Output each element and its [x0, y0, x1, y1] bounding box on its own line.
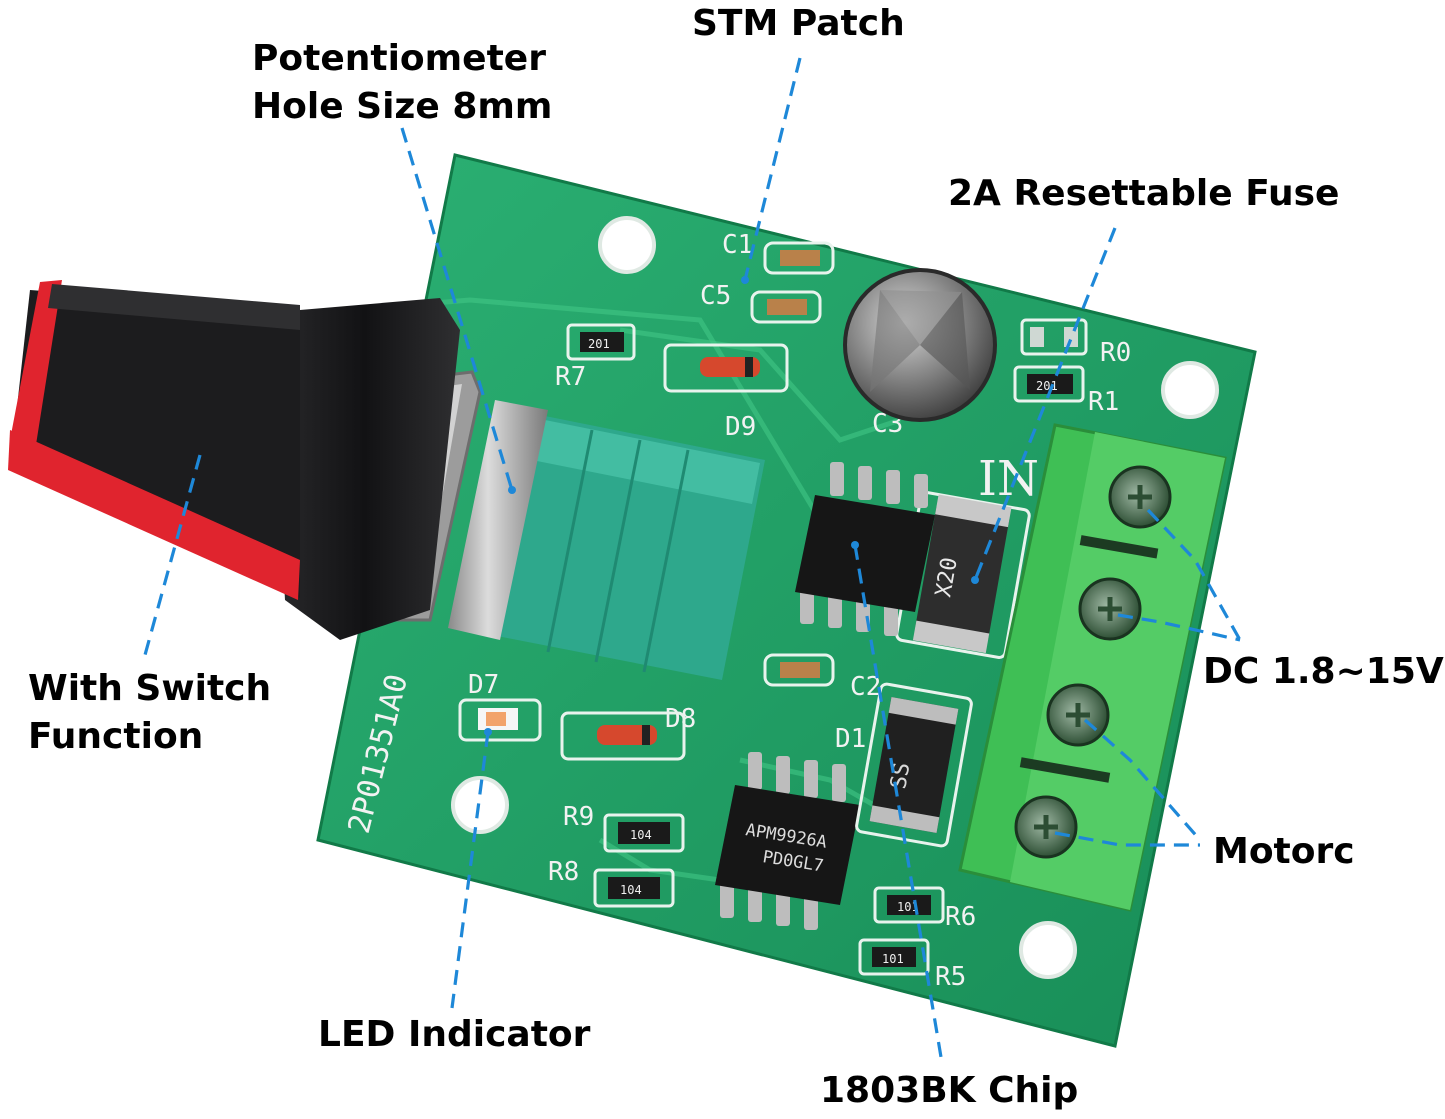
silkscreen-labels: C1 C5 C3 C2 R0 R1 R7 R6 R5 R8 R9 D9 D8 D…	[342, 230, 1132, 992]
potentiometer	[448, 400, 765, 680]
resistor-r5: 101	[858, 938, 930, 976]
callout-chip: 1803BK Chip	[820, 1070, 1079, 1111]
mounting-hole	[598, 216, 656, 274]
callout-switch-line2: Function	[28, 716, 204, 757]
resistor-r8-code: 104	[620, 883, 642, 897]
silk-r5: R5	[935, 962, 966, 992]
resistor-r0	[1020, 318, 1088, 356]
leader-tip	[741, 276, 749, 284]
silk-d1: D1	[835, 724, 866, 754]
callout-switch-line1: With Switch	[28, 668, 272, 709]
leader-stm-patch	[743, 57, 802, 281]
leader-lines	[143, 57, 1242, 1064]
silk-r6: R6	[945, 902, 976, 932]
leader-dc-2	[1117, 613, 1241, 642]
resistor-r6: 101	[873, 886, 945, 924]
capacitor-c5-body	[767, 299, 807, 315]
capacitor-c2-body	[780, 662, 820, 678]
silk-r9: R9	[563, 802, 594, 832]
electrolytic-capacitor-c3	[843, 268, 997, 422]
callout-switch: With Switch Function	[28, 665, 271, 761]
leader-tip	[484, 728, 492, 736]
leader-tip	[851, 541, 859, 549]
silk-d9: D9	[725, 412, 756, 442]
leader-tip	[971, 576, 979, 584]
knob	[8, 280, 460, 640]
diode-d8	[560, 711, 686, 761]
silk-d8: D8	[665, 704, 696, 734]
silk-d7: D7	[468, 670, 499, 700]
callout-motor: Motorc	[1213, 831, 1355, 872]
capacitor-c5	[750, 290, 822, 324]
leader-fuse	[973, 227, 1117, 581]
capacitor-c2	[763, 653, 835, 687]
resistor-r1-code: 201	[1036, 379, 1058, 393]
capacitor-c1	[763, 241, 835, 275]
capacitor-c1-body	[780, 250, 820, 266]
resistor-r7: 201	[566, 323, 636, 361]
smd-components: 201 201 104 104 101	[458, 241, 1088, 976]
leader-tip	[508, 486, 516, 494]
resistor-r1: 201	[1013, 365, 1085, 403]
callout-potentiometer-line1: Potentiometer	[252, 38, 546, 79]
callout-fuse: 2A Resettable Fuse	[948, 173, 1340, 214]
silk-r7: R7	[555, 362, 586, 392]
silk-r0: R0	[1100, 338, 1131, 368]
resistor-r5-code: 101	[882, 952, 904, 966]
silk-c1: C1	[722, 230, 753, 260]
ic-1803bk	[795, 462, 935, 636]
leader-dc-1	[1146, 508, 1242, 641]
diode-d9	[663, 343, 789, 393]
resistor-r9-code: 104	[630, 828, 652, 842]
resistor-r7-code: 201	[588, 337, 610, 351]
screw-terminal	[958, 423, 1227, 912]
leader-motor-1	[1083, 718, 1202, 842]
callout-led: LED Indicator	[318, 1014, 591, 1055]
callout-potentiometer-line2: Hole Size 8mm	[252, 86, 553, 127]
callout-stm-patch: STM Patch	[692, 3, 905, 44]
callout-potentiometer: Potentiometer Hole Size 8mm	[252, 35, 552, 131]
resettable-fuse: X20	[895, 491, 1031, 659]
silk-r8: R8	[548, 857, 579, 887]
leader-potentiometer	[400, 127, 514, 491]
resistor-r9: 104	[603, 813, 685, 853]
mounting-hole	[1161, 361, 1219, 419]
resistor-r6-code: 101	[897, 900, 919, 914]
resistor-r8: 104	[593, 868, 675, 908]
silk-r1: R1	[1088, 387, 1119, 417]
callout-dc-input: DC 1.8~15V	[1203, 651, 1444, 692]
leader-chip	[853, 544, 944, 1064]
ic-apm9926a: APM9926A PD0GL7	[715, 752, 860, 930]
silk-c5: C5	[700, 281, 731, 311]
led-d7	[458, 698, 542, 742]
leader-switch	[143, 454, 202, 656]
mounting-hole	[1019, 921, 1077, 979]
